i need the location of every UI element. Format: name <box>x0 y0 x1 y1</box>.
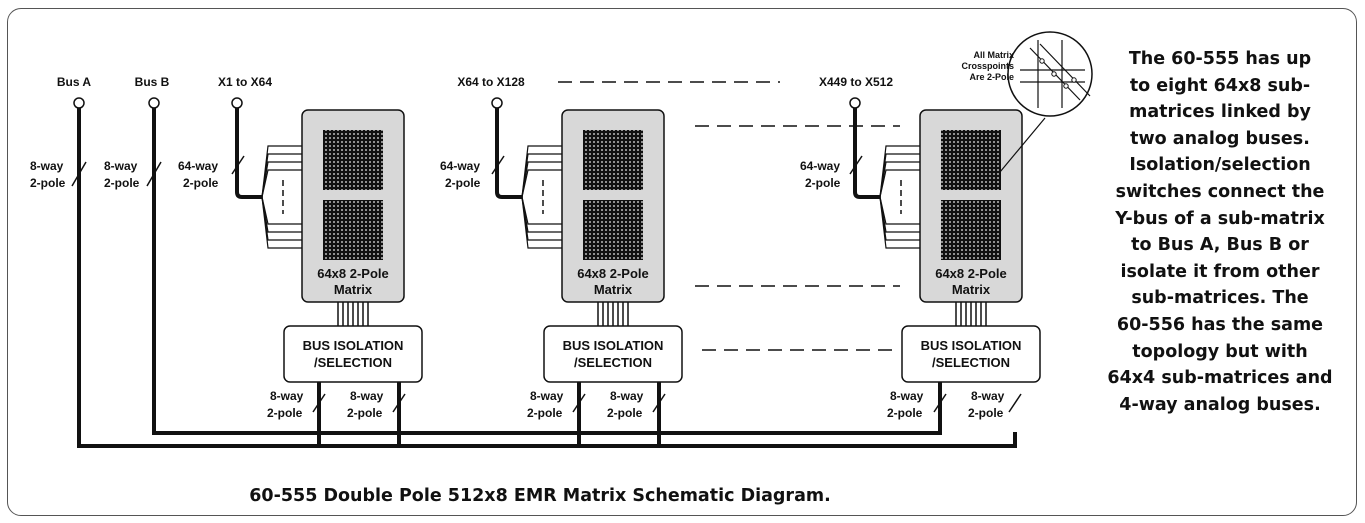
svg-text:8-way: 8-way <box>350 389 384 403</box>
submatrix-module-1: 64-way 2-pole 64x8 2-Pole Matrix BUS ISO… <box>178 97 423 446</box>
svg-text:Are 2-Pole: Are 2-Pole <box>969 72 1014 82</box>
svg-text:/SELECTION: /SELECTION <box>314 355 392 370</box>
module-continuation-dashes <box>695 125 900 351</box>
svg-text:2-pole: 2-pole <box>183 176 219 190</box>
svg-text:8-way: 8-way <box>530 389 564 403</box>
svg-text:2-pole: 2-pole <box>104 176 140 190</box>
svg-text:/SELECTION: /SELECTION <box>932 355 1010 370</box>
input-label-1: X1 to X64 <box>218 75 272 89</box>
diagram-frame <box>7 8 1357 516</box>
svg-text:2-pole: 2-pole <box>887 406 923 420</box>
svg-text:/SELECTION: /SELECTION <box>574 355 652 370</box>
svg-text:8-way: 8-way <box>610 389 644 403</box>
bus-b-terminal <box>148 97 160 109</box>
bus-b-label: Bus B <box>135 75 170 89</box>
svg-text:Matrix: Matrix <box>952 282 991 297</box>
svg-text:2-pole: 2-pole <box>445 176 481 190</box>
svg-text:2-pole: 2-pole <box>607 406 643 420</box>
svg-text:Matrix: Matrix <box>594 282 633 297</box>
description-line: The 60-555 has up <box>1128 49 1312 69</box>
description-line: topology but with <box>1132 341 1308 362</box>
svg-text:8-way: 8-way <box>270 389 304 403</box>
svg-text:Crosspoints: Crosspoints <box>961 61 1014 71</box>
description-line: to Bus A, Bus B or <box>1131 235 1309 256</box>
description-line: sub-matrices. The <box>1131 288 1309 309</box>
svg-text:BUS ISOLATION: BUS ISOLATION <box>303 338 404 353</box>
submatrix-module-2: 64-way 2-pole 64x8 2-Pole Matrix BUS ISO… <box>440 97 683 446</box>
svg-text:64x8 2-Pole: 64x8 2-Pole <box>935 266 1007 281</box>
description-line: two analog buses. <box>1130 128 1310 149</box>
svg-text:BUS ISOLATION: BUS ISOLATION <box>563 338 664 353</box>
description-line: isolate it from other <box>1120 261 1320 282</box>
description-line: 60-556 has the same <box>1116 314 1324 335</box>
svg-text:64-way: 64-way <box>800 159 840 173</box>
bus-b-line <box>152 108 942 435</box>
svg-text:2-pole: 2-pole <box>527 406 563 420</box>
svg-text:64-way: 64-way <box>440 159 480 173</box>
svg-text:8-way: 8-way <box>104 159 138 173</box>
bus-a-way-label: 8-way 2-pole <box>30 159 87 190</box>
svg-text:2-pole: 2-pole <box>968 406 1004 420</box>
bus-a-terminal <box>73 97 85 109</box>
svg-text:8-way: 8-way <box>971 389 1005 403</box>
svg-text:Matrix: Matrix <box>334 282 373 297</box>
description-line: switches connect the <box>1115 181 1325 202</box>
description-line: to eight 64x8 sub- <box>1129 75 1311 96</box>
submatrix-module-3: 64-way 2-pole 64x8 2-Pole Matrix BUS ISO… <box>800 97 1041 420</box>
input-label-2: X64 to X128 <box>457 75 525 89</box>
input-label-3: X449 to X512 <box>819 75 893 89</box>
description-line: Y-bus of a sub-matrix <box>1115 208 1325 229</box>
svg-text:All Matrix: All Matrix <box>973 50 1014 60</box>
svg-text:64x8 2-Pole: 64x8 2-Pole <box>577 266 649 281</box>
description-line: 4-way analog buses. <box>1119 394 1321 415</box>
bus-a-label: Bus A <box>57 75 92 89</box>
svg-text:2-pole: 2-pole <box>267 406 303 420</box>
description-line: 64x4 sub-matrices and <box>1107 368 1333 389</box>
description-line: matrices linked by <box>1129 102 1311 123</box>
svg-text:2-pole: 2-pole <box>805 176 841 190</box>
svg-text:64-way: 64-way <box>178 159 218 173</box>
svg-text:BUS ISOLATION: BUS ISOLATION <box>921 338 1022 353</box>
svg-text:8-way: 8-way <box>30 159 64 173</box>
svg-text:2-pole: 2-pole <box>347 406 383 420</box>
svg-text:8-way: 8-way <box>890 389 924 403</box>
description-line: Isolation/selection <box>1129 155 1311 176</box>
bus-b-way-label: 8-way 2-pole <box>104 159 162 190</box>
diagram-caption: 60-555 Double Pole 512x8 EMR Matrix Sche… <box>249 486 831 506</box>
crosspoint-callout: All Matrix Crosspoints Are 2-Pole <box>961 31 1093 173</box>
svg-text:2-pole: 2-pole <box>30 176 66 190</box>
description-text: The 60-555 has up to eight 64x8 sub- mat… <box>1080 46 1360 418</box>
bus-a-line <box>77 108 1017 448</box>
svg-text:64x8 2-Pole: 64x8 2-Pole <box>317 266 389 281</box>
